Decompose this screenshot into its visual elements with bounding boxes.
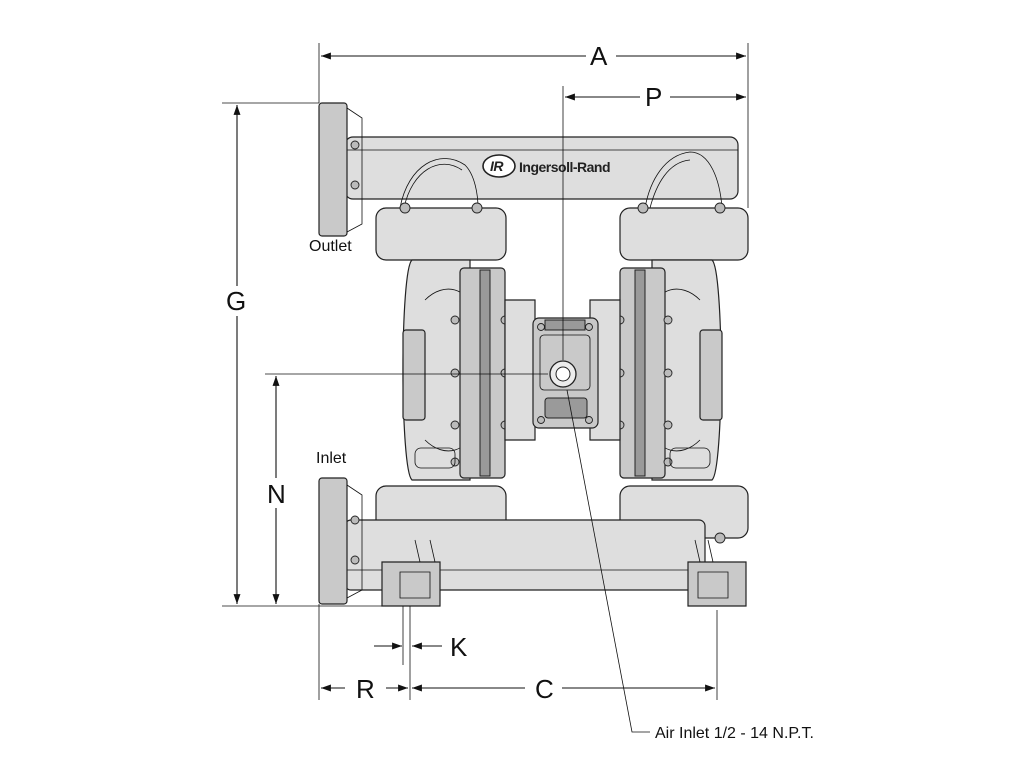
pump-body — [318, 102, 749, 607]
left-foot — [381, 561, 441, 607]
part-labels: Outlet Inlet Air Inlet 1/2 - 14 N.P.T. — [309, 238, 814, 742]
dim-n-label: N — [267, 479, 286, 509]
logo-brand-text: Ingersoll-Rand — [519, 159, 610, 175]
dim-c-label: C — [535, 674, 554, 704]
inlet-flange — [318, 477, 348, 605]
dimension-labels: A P G N K R C — [222, 40, 670, 704]
dim-p-label: P — [645, 82, 662, 112]
air-inlet-label: Air Inlet 1/2 - 14 N.P.T. — [655, 725, 814, 742]
dim-g-label: G — [226, 286, 246, 316]
right-foot — [687, 561, 747, 607]
dimension-lines — [222, 43, 749, 733]
dim-r-label: R — [356, 674, 375, 704]
left-strap — [399, 158, 479, 209]
dim-k-label: K — [450, 632, 468, 662]
outlet-flange — [318, 102, 348, 237]
air-inlet-leader — [566, 389, 650, 733]
right-strap — [644, 151, 723, 209]
inlet-label: Inlet — [316, 450, 347, 467]
ir-logo-mark — [482, 154, 516, 178]
dim-a-label: A — [590, 41, 608, 71]
ingersoll-rand-logo: IR Ingersoll-Rand — [482, 154, 611, 178]
outlet-label: Outlet — [309, 238, 352, 255]
right-top-elbow — [619, 207, 749, 261]
logo-mark-text: IR — [490, 158, 504, 174]
left-top-elbow — [375, 207, 507, 261]
